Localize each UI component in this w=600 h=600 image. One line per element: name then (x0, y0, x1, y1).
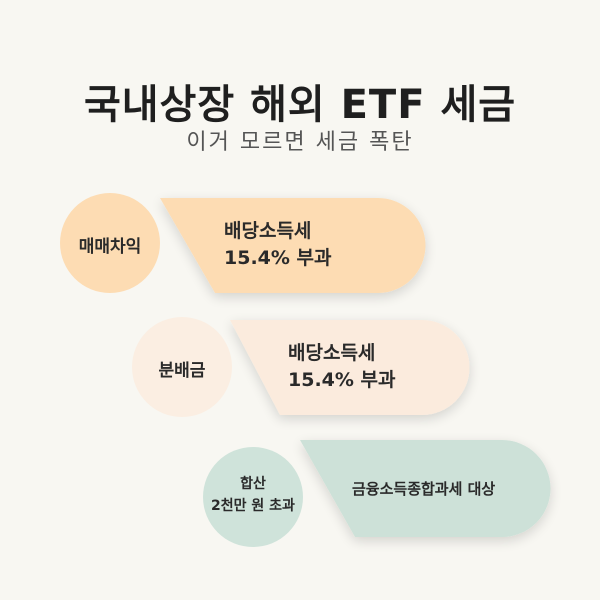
circle-row3 (203, 447, 303, 547)
row3-label: 합산 2천만 원 초과 (198, 473, 308, 517)
row1-result-line1: 배당소득세 (224, 220, 312, 242)
circle-row2 (132, 317, 232, 417)
page-title: 국내상장 해외 ETF 세금 (83, 82, 517, 128)
row2-result: 배당소득세 15.4% 부과 (288, 340, 396, 394)
row1-result-line2: 15.4% 부과 (224, 247, 332, 269)
pill-row3 (300, 439, 551, 537)
pill-row1 (160, 198, 426, 293)
row1-label: 매매차익 (78, 237, 142, 257)
row2-result-line1: 배당소득세 (288, 342, 376, 364)
circle-row1 (60, 193, 160, 293)
row1-result: 배당소득세 15.4% 부과 (224, 218, 332, 272)
row3-label-line1: 합산 (240, 476, 266, 492)
row2-result-line2: 15.4% 부과 (288, 369, 396, 391)
row2-label: 분배금 (158, 361, 206, 381)
pill-row2 (230, 320, 470, 415)
page-subtitle: 이거 모르면 세금 폭탄 (186, 130, 414, 155)
row3-label-line2: 2천만 원 초과 (211, 498, 295, 514)
row3-result: 금융소득종합과세 대상 (352, 480, 496, 498)
